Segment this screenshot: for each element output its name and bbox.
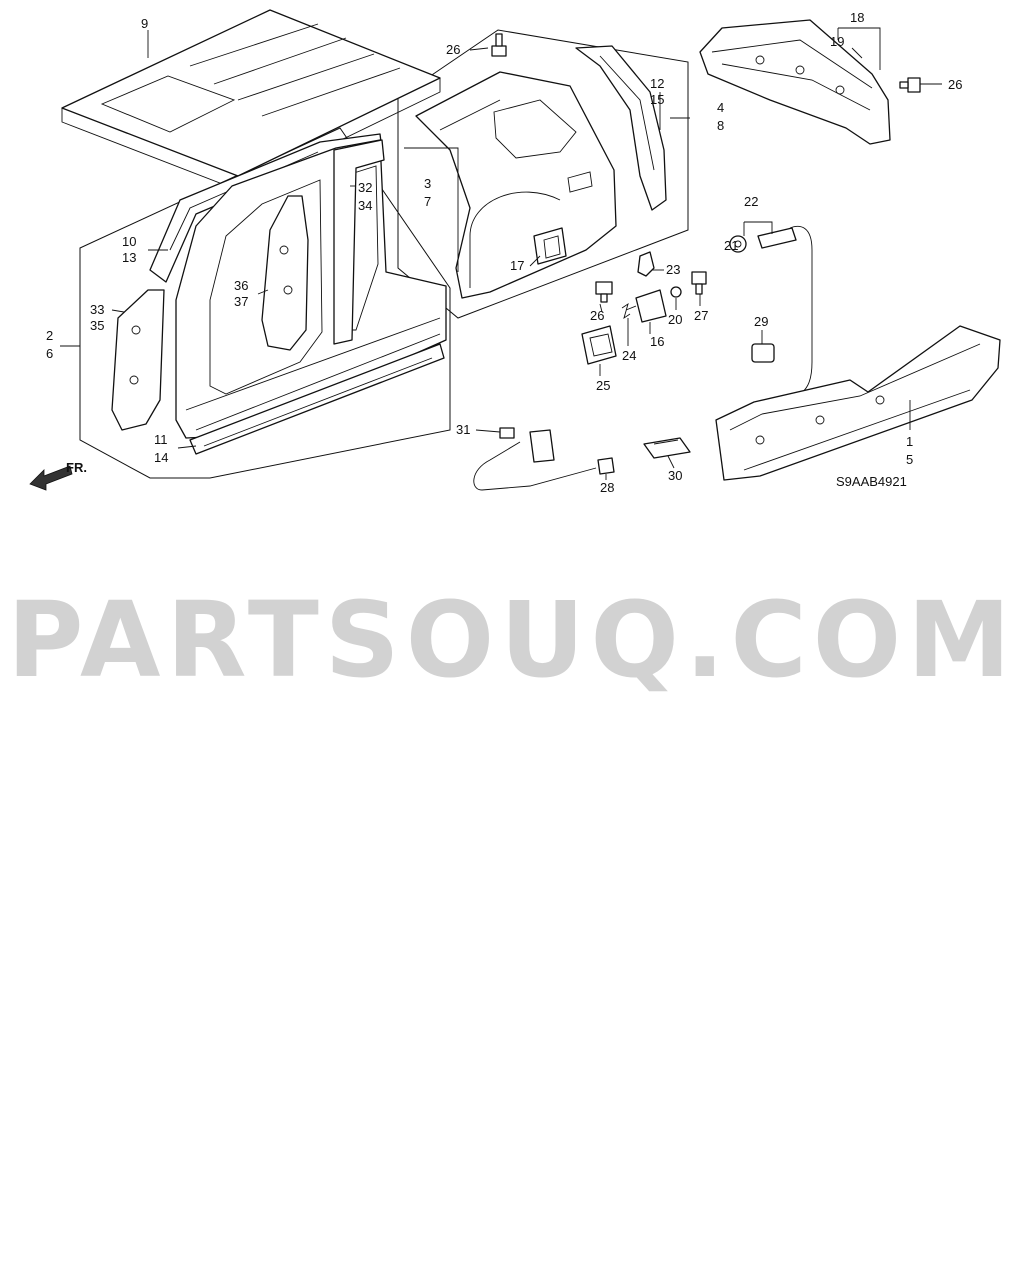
diagram-code: S9AAB4921 bbox=[836, 474, 907, 489]
callout-label: 22 bbox=[744, 194, 758, 209]
callout-label: 3 bbox=[424, 176, 431, 191]
callout-label: 10 bbox=[122, 234, 136, 249]
side-sill-panel bbox=[715, 325, 1001, 481]
callout-label: 12 bbox=[650, 76, 664, 91]
callout-label: 26 bbox=[948, 77, 962, 92]
callout-label: 33 bbox=[90, 302, 104, 317]
clip-28 bbox=[597, 457, 615, 475]
bolt-26-middle bbox=[595, 281, 613, 303]
callout-label: 26 bbox=[590, 308, 604, 323]
spring-24 bbox=[621, 302, 631, 320]
rear-panel bbox=[699, 19, 891, 145]
watermark-text: PARTSOUQ.COM bbox=[7, 579, 1017, 701]
callout-labels: 9 26 12 15 4 8 18 19 26 3 7 32 34 10 13 … bbox=[46, 10, 962, 495]
callout-label: 1 bbox=[906, 434, 913, 449]
b-pillar-stiffener bbox=[261, 195, 309, 351]
bolt-26-right bbox=[899, 77, 921, 93]
callout-label: 34 bbox=[358, 198, 372, 213]
clip-20 bbox=[670, 286, 682, 298]
bolt-27 bbox=[691, 271, 707, 295]
callout-label: 32 bbox=[358, 180, 372, 195]
callout-label: 26 bbox=[446, 42, 460, 57]
callout-label: 18 bbox=[850, 10, 864, 25]
callout-label: 35 bbox=[90, 318, 104, 333]
front-indicator-label: FR. bbox=[66, 460, 87, 475]
callout-label: 23 bbox=[666, 262, 680, 277]
rear-quarter-panel bbox=[415, 71, 617, 299]
callout-label: 20 bbox=[668, 312, 682, 327]
clip-29 bbox=[751, 343, 775, 363]
rear-pillar bbox=[575, 45, 667, 211]
callout-label: 36 bbox=[234, 278, 248, 293]
fuel-lid-opener-cable bbox=[729, 225, 813, 409]
callout-label: 19 bbox=[830, 34, 844, 49]
callout-label: 16 bbox=[650, 334, 664, 349]
callout-label: 2 bbox=[46, 328, 53, 343]
callout-label: 7 bbox=[424, 194, 431, 209]
callout-label: 29 bbox=[754, 314, 768, 329]
callout-label: 25 bbox=[596, 378, 610, 393]
rear-quarter-group-frame bbox=[397, 29, 689, 319]
bolt-26-top bbox=[491, 33, 507, 57]
callout-label: 8 bbox=[717, 118, 724, 133]
roof-panel bbox=[61, 9, 441, 191]
callout-label: 31 bbox=[456, 422, 470, 437]
front-pillar-inner bbox=[111, 289, 165, 431]
bracket-23 bbox=[637, 251, 655, 277]
callout-label: 21 bbox=[724, 238, 738, 253]
callout-label: 4 bbox=[717, 100, 724, 115]
callout-label: 30 bbox=[668, 468, 682, 483]
front-direction-arrow: FR. bbox=[29, 460, 87, 491]
callout-label: 13 bbox=[122, 250, 136, 265]
callout-label: 14 bbox=[154, 450, 168, 465]
callout-label: 5 bbox=[906, 452, 913, 467]
parts-diagram: FR. 9 26 12 15 bbox=[29, 9, 1001, 495]
callout-label: 28 bbox=[600, 480, 614, 495]
callout-label: 27 bbox=[694, 308, 708, 323]
callout-label: 17 bbox=[510, 258, 524, 273]
leader-lines bbox=[60, 27, 942, 480]
center-pillar bbox=[333, 139, 385, 345]
fuel-lid-16 bbox=[625, 289, 667, 323]
insulator-pad-30 bbox=[643, 437, 691, 459]
side-sill-extension bbox=[189, 343, 445, 455]
fuel-pocket-25 bbox=[581, 325, 617, 365]
callout-label: 11 bbox=[154, 432, 168, 447]
callout-label: 24 bbox=[622, 348, 636, 363]
tailgate-cable-31 bbox=[473, 427, 597, 491]
callout-label: 15 bbox=[650, 92, 664, 107]
callout-label: 9 bbox=[141, 16, 148, 31]
callout-label: 37 bbox=[234, 294, 248, 309]
callout-label: 6 bbox=[46, 346, 53, 361]
